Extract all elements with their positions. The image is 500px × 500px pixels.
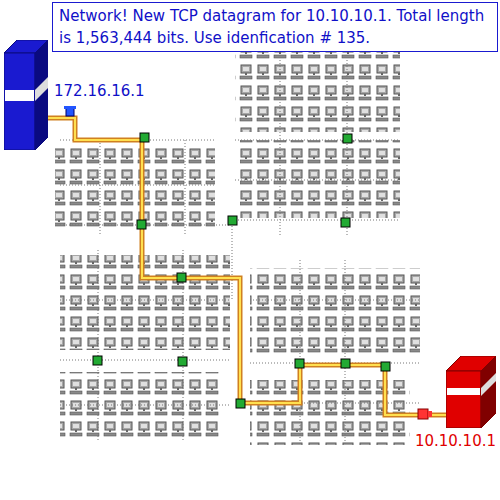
route-path bbox=[48, 118, 446, 415]
route-core bbox=[48, 118, 446, 415]
route-outline bbox=[48, 118, 446, 415]
server-node: 172.16.16.1 bbox=[4, 40, 48, 150]
server-node: 10.10.10.1 bbox=[446, 356, 496, 428]
port-symbols bbox=[64, 106, 432, 419]
callout-text: Network! New TCP datagram for 10.10.10.1… bbox=[59, 5, 491, 49]
server-symbol bbox=[446, 356, 496, 428]
routers bbox=[93, 133, 390, 408]
server-symbol bbox=[4, 40, 48, 150]
ip-label: 172.16.16.1 bbox=[52, 82, 147, 100]
ip-label: 10.10.10.1 bbox=[413, 432, 498, 450]
callout-box: Network! New TCP datagram for 10.10.10.1… bbox=[52, 2, 498, 52]
